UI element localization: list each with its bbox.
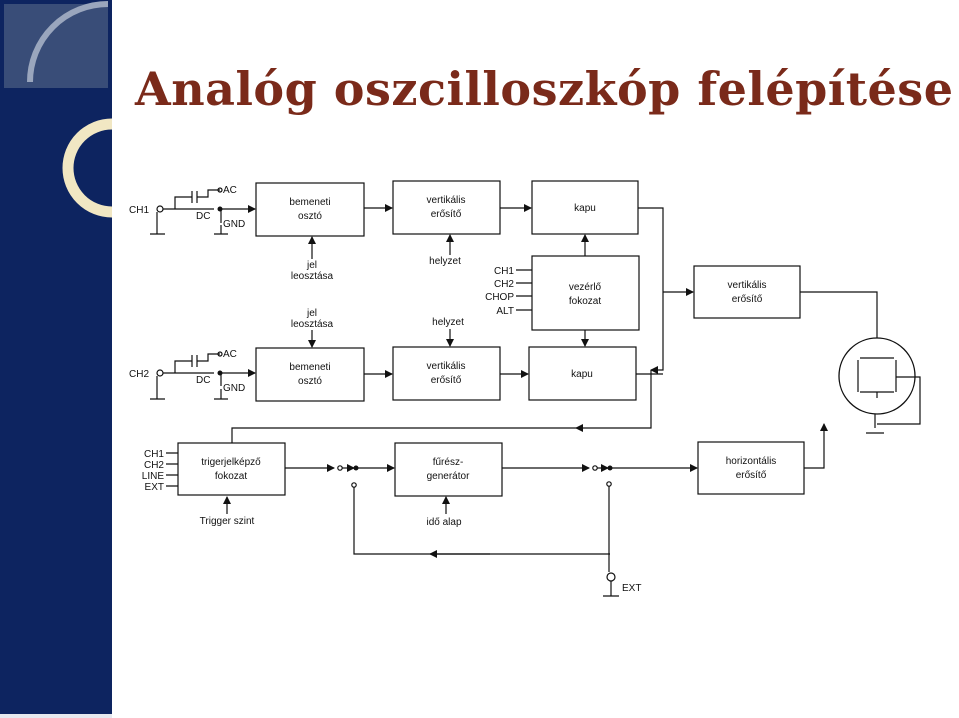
horizontal-signal-path [285, 423, 828, 472]
block-horizontal-amplifier: horizontális erősítő [697, 441, 805, 495]
block-control-stage: vezérlő fokozat [531, 255, 640, 331]
ext-input-label: EXT [622, 583, 641, 594]
svg-text:CH1: CH1 [144, 449, 164, 460]
block-input-attenuator-2: bemeneti osztó [255, 347, 365, 402]
block-input-attenuator-1: bemeneti osztó [255, 182, 365, 237]
svg-text:horizontális: horizontális [726, 456, 777, 467]
svg-text:erősítő: erősítő [431, 209, 462, 220]
ch1-input-label: CH1 [129, 205, 149, 216]
ch2-dc-label: DC [196, 375, 210, 386]
svg-text:fokozat: fokozat [569, 296, 601, 307]
svg-text:osztó: osztó [298, 211, 322, 222]
mode-selector-inputs: CH1 CH2 CHOP ALT [485, 266, 532, 317]
svg-text:erősítő: erősítő [736, 470, 767, 481]
ch2-gnd-label: GND [223, 383, 245, 394]
svg-text:LINE: LINE [142, 471, 165, 482]
trigger-source-inputs: CH1 CH2 LINE EXT [142, 449, 178, 493]
pos2-label: helyzet [432, 317, 464, 328]
channel1-adjustments: jel leosztása helyzet [291, 234, 461, 282]
block-vertical-amplifier-1: vertikális erősítő [392, 180, 501, 235]
block-gate-2: kapu [528, 346, 637, 401]
ch2-input-network: CH2 AC DC GND [129, 349, 256, 400]
svg-text:vezérlő: vezérlő [569, 282, 602, 293]
jel2-label-line2: leosztása [291, 319, 334, 330]
svg-text:fokozat: fokozat [215, 471, 247, 482]
channel1-signal-path [364, 204, 664, 374]
svg-text:kapu: kapu [571, 369, 593, 380]
trigger-feedback-line [231, 370, 652, 443]
page-title: Analóg oszcilloszkóp felépítése [135, 62, 954, 116]
ch1-ac-label: AC [223, 185, 237, 196]
svg-text:kapu: kapu [574, 203, 596, 214]
trigger-level-control: Trigger szint [200, 496, 255, 527]
vertical-to-crt-line [800, 291, 881, 356]
svg-text:vertikális: vertikális [728, 280, 767, 291]
svg-text:CH1: CH1 [494, 266, 514, 277]
block-vertical-amplifier-2: vertikális erősítő [392, 346, 501, 401]
ch1-dc-label: DC [196, 211, 210, 222]
block-vertical-final-amplifier: vertikális erősítő [693, 265, 801, 319]
svg-text:osztó: osztó [298, 376, 322, 387]
timebase-label: idő alap [426, 517, 461, 528]
svg-text:generátor: generátor [427, 471, 470, 482]
jel1-label-line2: leosztása [291, 271, 334, 282]
ch2-ac-label: AC [223, 349, 237, 360]
svg-text:bemeneti: bemeneti [289, 362, 330, 373]
svg-text:CH2: CH2 [494, 279, 514, 290]
svg-text:CHOP: CHOP [485, 292, 514, 303]
svg-text:erősítő: erősítő [732, 294, 763, 305]
jel1-label-line1: jel [306, 260, 317, 271]
svg-text:EXT: EXT [145, 482, 164, 493]
svg-text:bemeneti: bemeneti [289, 197, 330, 208]
crt-display [838, 337, 921, 434]
svg-text:fűrész-: fűrész- [433, 457, 464, 468]
ch1-gnd-label: GND [223, 219, 245, 230]
svg-text:erősítő: erősítő [431, 375, 462, 386]
svg-text:ALT: ALT [496, 306, 514, 317]
svg-text:trigerjelképző: trigerjelképző [201, 457, 261, 468]
block-trigger-shaper: trigerjelképző fokozat [177, 442, 286, 496]
svg-text:CH2: CH2 [144, 460, 164, 471]
external-sweep-network: EXT [351, 481, 641, 597]
jel2-label-line1: jel [306, 308, 317, 319]
channel2-adjustments: jel leosztása helyzet [291, 308, 464, 348]
pos1-label: helyzet [429, 256, 461, 267]
ch2-input-label: CH2 [129, 369, 149, 380]
svg-text:vertikális: vertikális [427, 195, 466, 206]
timebase-control: idő alap [426, 496, 462, 528]
ch1-input-network: CH1 AC DC GND [129, 185, 256, 235]
sidebar-decoration [0, 0, 112, 718]
block-gate-1: kapu [531, 180, 639, 235]
block-sawtooth-generator: fűrész- generátor [394, 442, 503, 497]
svg-text:vertikális: vertikális [427, 361, 466, 372]
trigger-level-label: Trigger szint [200, 516, 255, 527]
